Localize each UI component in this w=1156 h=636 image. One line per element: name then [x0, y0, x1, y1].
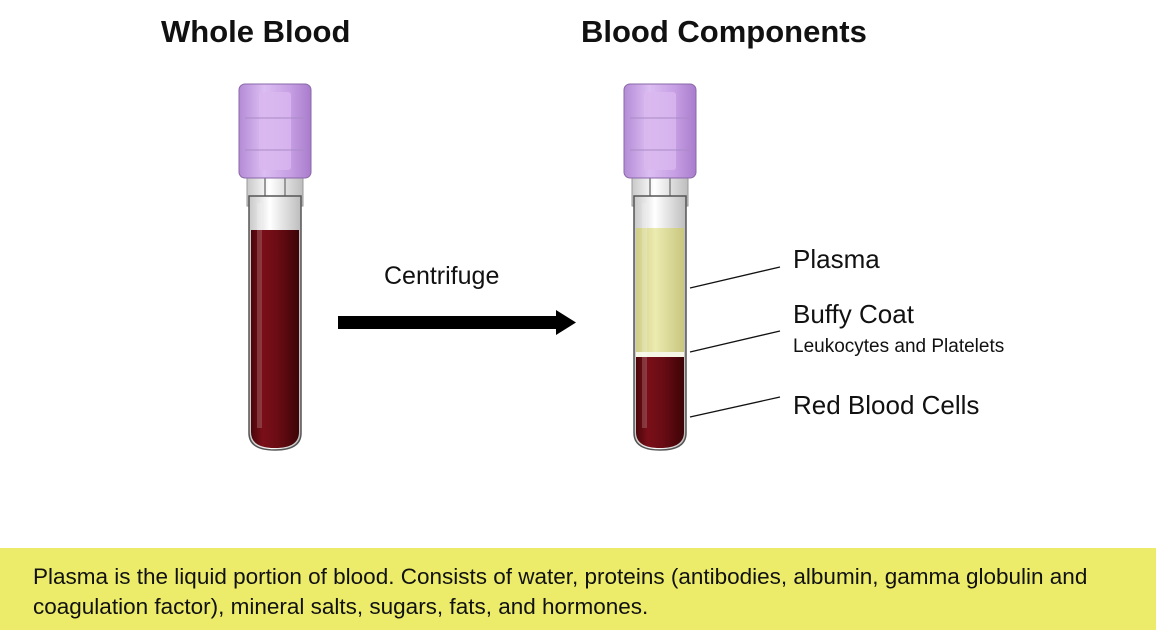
centrifuge-label: Centrifuge	[384, 262, 500, 290]
centrifuge-arrow	[338, 310, 576, 335]
whole-blood-heading: Whole Blood	[161, 14, 351, 49]
red-blood-cells-callout-line	[689, 396, 781, 418]
plasma-callout-line	[689, 266, 781, 289]
plasma-layer	[636, 228, 684, 353]
buffy-coat-layer	[636, 352, 684, 357]
blood-fill	[251, 230, 299, 448]
blood-components-heading: Blood Components	[581, 14, 867, 49]
red-blood-cells-layer	[636, 357, 684, 448]
red-blood-cells-label: Red Blood Cells	[793, 390, 980, 420]
plasma-caption: Plasma is the liquid portion of blood. C…	[0, 548, 1156, 630]
buffy-coat-label: Buffy Coat	[793, 299, 914, 329]
whole-blood-tube	[238, 83, 312, 451]
plasma-label: Plasma	[793, 244, 880, 274]
buffy-coat-callout-line	[689, 330, 781, 353]
buffy-coat-sublabel: Leukocytes and Platelets	[793, 336, 1005, 357]
separated-blood-tube	[623, 83, 697, 451]
